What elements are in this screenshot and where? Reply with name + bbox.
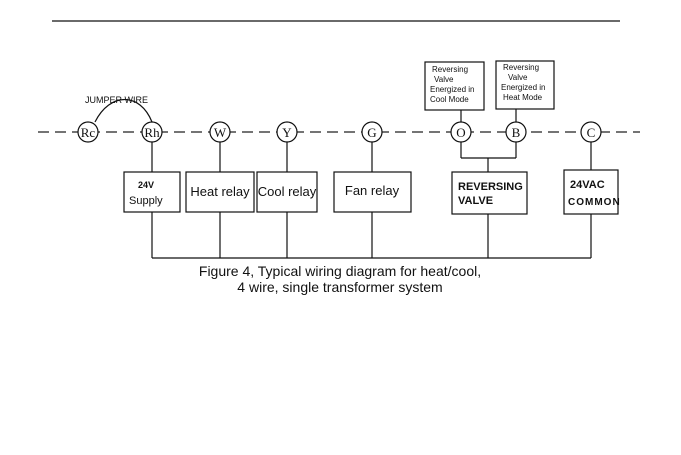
fan-relay-box: Fan relay: [334, 172, 411, 212]
terminal-rc: Rc: [78, 122, 98, 142]
svg-text:Reversing: Reversing: [432, 65, 468, 74]
heat-mode-note: Reversing Valve Energized in Heat Mode: [496, 61, 554, 109]
terminal-g: G: [362, 122, 382, 142]
svg-text:Cool Mode: Cool Mode: [430, 95, 469, 104]
svg-text:Energized in: Energized in: [501, 83, 545, 92]
svg-text:VALVE: VALVE: [458, 195, 493, 207]
reversing-valve-box: REVERSING VALVE: [452, 172, 527, 214]
common-return-wires: [152, 212, 591, 258]
svg-text:Fan relay: Fan relay: [345, 183, 400, 198]
terminal-y: Y: [277, 122, 297, 142]
common-box: 24VAC COMMON: [564, 170, 621, 214]
figure-caption: Figure 4, Typical wiring diagram for hea…: [150, 263, 530, 295]
svg-text:Heat relay: Heat relay: [190, 184, 250, 199]
svg-text:B: B: [512, 125, 521, 140]
svg-text:Valve: Valve: [508, 73, 528, 82]
terminal-rh: Rh: [142, 122, 162, 142]
svg-text:REVERSING: REVERSING: [458, 181, 523, 193]
jumper-wire-label: JUMPER WIRE: [85, 95, 148, 105]
supply-box: 24V Supply: [124, 172, 180, 212]
terminal-o: O: [451, 122, 471, 142]
svg-text:Y: Y: [282, 125, 292, 140]
svg-text:O: O: [456, 125, 465, 140]
heat-relay-box: Heat relay: [186, 172, 254, 212]
terminal-w: W: [210, 122, 230, 142]
caption-line-2: 4 wire, single transformer system: [150, 279, 530, 295]
svg-text:Valve: Valve: [434, 75, 454, 84]
svg-text:Reversing: Reversing: [503, 63, 539, 72]
svg-text:Supply: Supply: [129, 195, 163, 207]
svg-text:W: W: [214, 125, 227, 140]
svg-text:COMMON: COMMON: [568, 197, 621, 208]
svg-text:Cool relay: Cool relay: [258, 184, 317, 199]
terminal-c: C: [581, 122, 601, 142]
terminal-b: B: [506, 122, 526, 142]
svg-text:24VAC: 24VAC: [570, 179, 605, 191]
svg-text:G: G: [367, 125, 376, 140]
svg-text:Energized in: Energized in: [430, 85, 474, 94]
cool-mode-note: Reversing Valve Energized in Cool Mode: [425, 62, 484, 110]
cool-relay-box: Cool relay: [257, 172, 317, 212]
caption-line-1: Figure 4, Typical wiring diagram for hea…: [150, 263, 530, 279]
svg-text:Rh: Rh: [144, 125, 160, 140]
svg-text:Heat Mode: Heat Mode: [503, 93, 543, 102]
svg-text:24V: 24V: [138, 180, 154, 190]
svg-text:C: C: [587, 125, 596, 140]
svg-text:Rc: Rc: [81, 125, 96, 140]
